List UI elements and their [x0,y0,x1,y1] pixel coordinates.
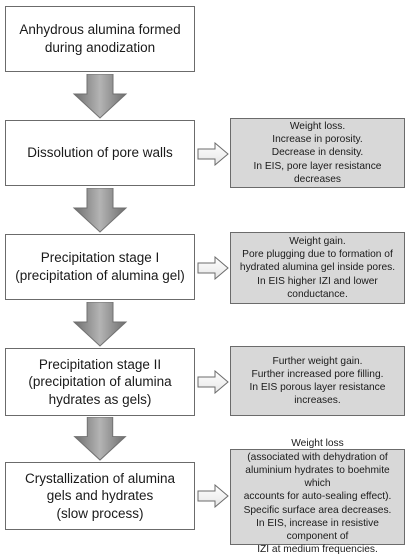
down-arrow-icon [72,74,128,119]
down-arrow-icon [72,188,128,233]
stage-label: Crystallization of alumina gels and hydr… [24,470,176,521]
note-text: Weight gain. Pore plugging due to format… [239,235,396,300]
stage-label: Dissolution of pore walls [27,145,173,161]
stage-anhydrous-alumina: Anhydrous alumina formed during anodizat… [5,6,195,72]
note-precipitation-1: Weight gain. Pore plugging due to format… [230,232,405,304]
note-dissolution: Weight loss. Increase in porosity. Decre… [230,118,405,188]
right-arrow-icon [197,484,229,508]
note-text: Weight loss. Increase in porosity. Decre… [253,120,382,185]
right-arrow-icon [197,370,229,394]
note-precipitation-2: Further weight gain. Further increased p… [230,346,405,416]
down-arrow-icon [73,417,127,461]
stage-label: Anhydrous alumina formed during anodizat… [19,22,181,55]
stage-label: Precipitation stage I (precipitation of … [15,250,185,283]
stage-label: Precipitation stage II (precipitation of… [28,356,172,407]
stage-precipitation-2: Precipitation stage II (precipitation of… [5,348,195,416]
stage-crystallization: Crystallization of alumina gels and hydr… [5,462,195,530]
right-arrow-icon [197,142,229,166]
note-text: Further weight gain. Further increased p… [249,355,386,407]
stage-dissolution: Dissolution of pore walls [5,120,195,186]
down-arrow-icon [72,302,128,347]
stage-precipitation-1: Precipitation stage I (precipitation of … [5,234,195,300]
note-crystallization: Weight loss (associated with dehydration… [230,438,405,555]
note-text: Weight loss (associated with dehydration… [243,438,392,556]
right-arrow-icon [197,256,229,280]
